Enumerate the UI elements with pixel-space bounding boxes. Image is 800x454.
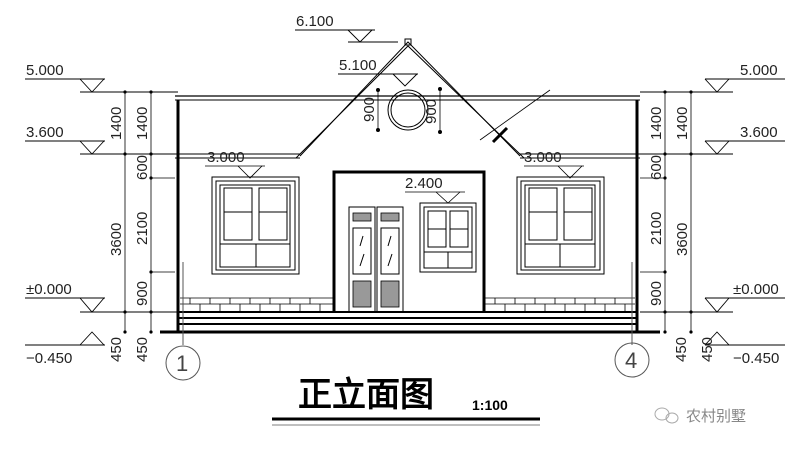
floor-level-left-text: 3.600: [26, 124, 64, 141]
vent-level-text: 5.100: [339, 57, 377, 74]
ground-level-right-text: ±0.000: [733, 281, 779, 298]
left-window-level: [205, 165, 265, 179]
dim-right-outer-3600: 3600: [674, 223, 691, 256]
dim-left-outer-1400: 1400: [108, 107, 125, 140]
dimension-ticks: [123, 90, 693, 334]
axis-label-4: 4: [625, 348, 637, 373]
dim-right-outer-450: 450: [699, 337, 716, 362]
right-window-level: [524, 165, 584, 179]
dim-right-outer-1400: 1400: [674, 107, 691, 140]
grade-level-right-text: −0.450: [733, 350, 779, 367]
wechat-icon: [654, 407, 679, 424]
entry-window-level-text: 2.400: [405, 175, 443, 192]
watermark-text: 农村别墅: [686, 407, 746, 425]
dim-right-inner-600: 600: [648, 155, 665, 180]
ground-level-left-text: ±0.000: [26, 281, 72, 298]
eave-level-left-text: 5.000: [26, 62, 64, 79]
dim-right-inner-900: 900: [648, 281, 665, 306]
dim-right-inner-1400: 1400: [648, 107, 665, 140]
vent-width-dim: 900: [423, 99, 440, 124]
right-window: [516, 176, 605, 275]
dim-left-inner-900: 900: [134, 281, 151, 306]
dim-left-outer-450: 450: [108, 337, 125, 362]
level-markers: [25, 29, 785, 346]
axis-label-1: 1: [176, 351, 188, 376]
vent-height-dim: 900: [361, 97, 378, 122]
grade-level-left-text: −0.450: [26, 350, 72, 367]
entry-window-level: [405, 191, 465, 204]
axis-markers: [165, 262, 650, 381]
drawing-scale: 1:100: [472, 397, 508, 413]
dim-left-outer-3600: 3600: [108, 223, 125, 256]
drawing-title: 正立面图: [298, 375, 434, 415]
gable-roof: [295, 38, 551, 159]
eave-level-right-text: 5.000: [740, 62, 778, 79]
dim-left-inner-600: 600: [134, 155, 151, 180]
left-window: [211, 176, 300, 275]
dim-right-inner-2100: 2100: [648, 212, 665, 245]
right-window-level-text: 3.000: [524, 149, 562, 166]
building-outline: [160, 95, 660, 334]
left-window-level-text: 3.000: [207, 149, 245, 166]
entry-porch: [332, 170, 486, 313]
dimension-lines: [124, 92, 692, 332]
ridge-level-text: 6.100: [296, 13, 334, 30]
dim-left-inner-450: 450: [134, 337, 151, 362]
brick-plinth: [180, 297, 635, 312]
dim-left-inner-1400: 1400: [134, 107, 151, 140]
dim-right-inner-450: 450: [673, 337, 690, 362]
floor-level-right-text: 3.600: [740, 124, 778, 141]
dim-left-inner-2100: 2100: [134, 212, 151, 245]
gable-vent: [376, 87, 442, 134]
